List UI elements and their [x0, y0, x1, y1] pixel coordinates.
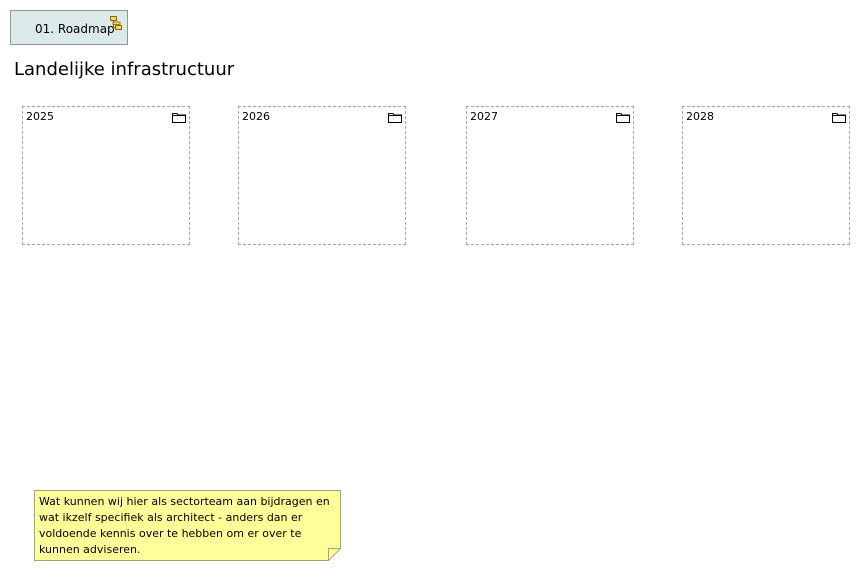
view-reference-icon	[110, 16, 122, 30]
group-label: 2026	[242, 110, 270, 123]
folder-icon	[616, 113, 630, 123]
group-label: 2027	[470, 110, 498, 123]
group-2028[interactable]: 2028	[682, 106, 850, 245]
folder-icon	[172, 113, 186, 123]
note[interactable]: Wat kunnen wij hier als sectorteam aan b…	[34, 490, 341, 561]
group-2027[interactable]: 2027	[466, 106, 634, 245]
group-label: 2025	[26, 110, 54, 123]
folder-icon	[832, 113, 846, 123]
view-reference-label: 01. Roadmap	[35, 22, 115, 36]
note-text: Wat kunnen wij hier als sectorteam aan b…	[39, 495, 330, 556]
view-reference-roadmap[interactable]: 01. Roadmap	[10, 10, 128, 45]
note-shape	[34, 490, 341, 561]
group-2025[interactable]: 2025	[22, 106, 190, 245]
diagram-title: Landelijke infrastructuur	[14, 59, 235, 80]
group-2026[interactable]: 2026	[238, 106, 406, 245]
group-label: 2028	[686, 110, 714, 123]
folder-icon	[388, 113, 402, 123]
